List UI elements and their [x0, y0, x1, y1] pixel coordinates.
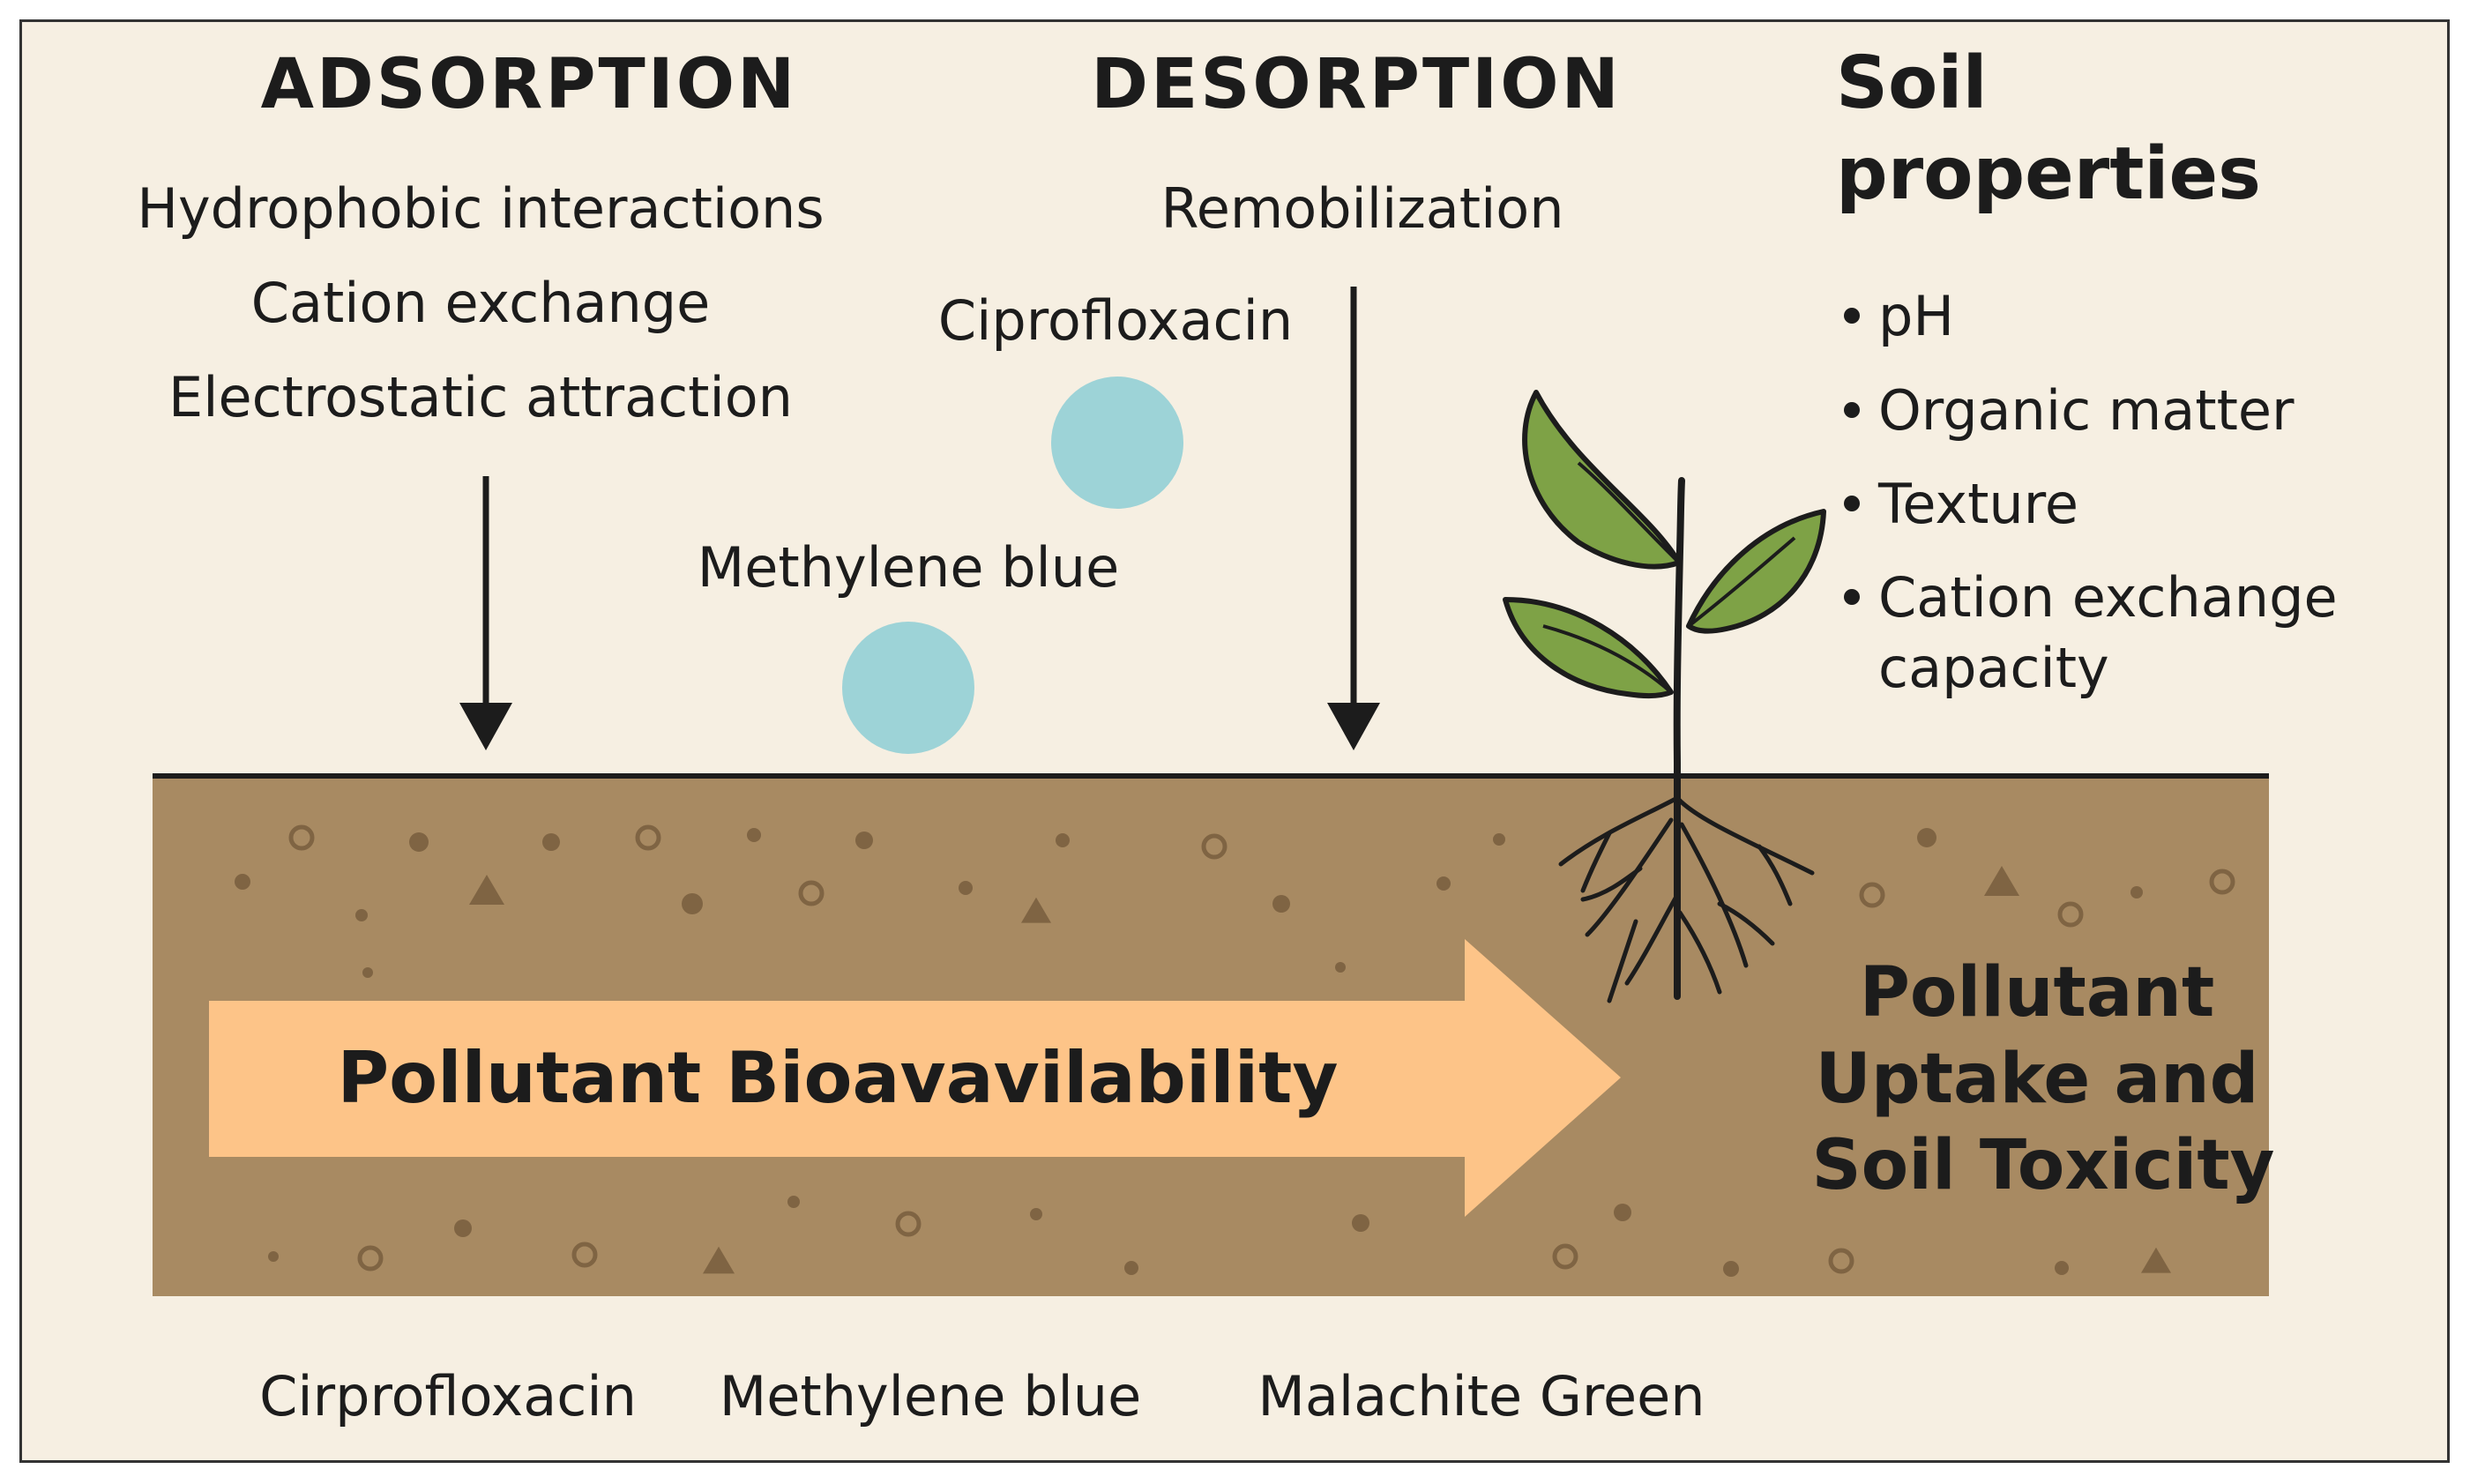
- soil-dot: [1124, 1261, 1138, 1275]
- bullet-texture: [1844, 496, 1860, 511]
- adsorption-title: ADSORPTION: [261, 45, 798, 124]
- soil-dot: [2055, 1261, 2069, 1275]
- soil-dot: [454, 1219, 472, 1237]
- desorption-section: DESORPTION Remobilization: [1091, 45, 1622, 750]
- soil-triangle: [703, 1246, 735, 1274]
- soil-dot: [235, 874, 250, 890]
- ciprofloxacin-label: Ciprofloxacin: [938, 288, 1293, 353]
- soil-dot: [1723, 1261, 1739, 1277]
- soil-dot: [959, 881, 973, 895]
- soil-dot: [1335, 962, 1346, 973]
- soil-dot: [1272, 895, 1290, 913]
- soil-ring: [635, 824, 661, 851]
- ciprofloxacin-particle: [1051, 377, 1183, 509]
- soil-ring: [288, 824, 315, 851]
- bullet-organic-matter: [1844, 402, 1860, 418]
- soil-dot: [362, 967, 373, 978]
- soil-ring: [895, 1211, 922, 1237]
- desorption-mechanism-remobilization: Remobilization: [1160, 176, 1563, 241]
- soil-dot: [542, 833, 560, 851]
- soil-ring: [798, 880, 825, 906]
- leaf-top: [1522, 390, 1682, 570]
- soil-triangle: [469, 875, 504, 905]
- soil-dot: [1917, 828, 1936, 847]
- soil-ring: [1552, 1243, 1578, 1270]
- soil-dot: [1056, 833, 1070, 847]
- desorption-title: DESORPTION: [1091, 45, 1622, 124]
- diagram-frame: ADSORPTION Hydrophobic interactions Cati…: [19, 19, 2450, 1463]
- pollutants-above-ground: Ciprofloxacin Methylene blue: [698, 288, 1293, 754]
- soil-dot: [1614, 1204, 1631, 1221]
- adsorption-section: ADSORPTION Hydrophobic interactions Cati…: [137, 45, 825, 750]
- soil-dot: [682, 893, 703, 914]
- bottom-label-ciprofloxacin: Cirprofloxacin: [259, 1364, 637, 1428]
- methylene-blue-particle: [842, 622, 974, 754]
- bioavailability-arrow-shape: [209, 939, 1621, 1217]
- soil-dot: [1436, 876, 1451, 891]
- soil-dot: [268, 1251, 279, 1262]
- soil-triangle: [1984, 866, 2019, 896]
- soil-ring: [1859, 882, 1885, 908]
- soil-dot: [1493, 833, 1505, 846]
- soil-ring: [2057, 901, 2084, 928]
- soil-dot: [855, 831, 873, 849]
- soil-property-texture: Texture: [1877, 472, 2078, 536]
- adsorption-mechanism-hydrophobic: Hydrophobic interactions: [137, 176, 824, 241]
- leaf-left: [1503, 597, 1674, 699]
- soil-property-cation-exchange: Cation exchange: [1878, 565, 2338, 630]
- soil-properties-title-line2: properties: [1836, 132, 2261, 216]
- plant-roots: [1558, 795, 1815, 1003]
- adsorption-arrow: [459, 476, 512, 750]
- bioavailability-arrow: Pollutant Bioavavilability: [209, 939, 1621, 1217]
- bullet-cec: [1844, 589, 1860, 605]
- bullet-ph: [1844, 308, 1860, 324]
- bioavailability-label: Pollutant Bioavavilability: [337, 1037, 1338, 1119]
- diagram-canvas: ADSORPTION Hydrophobic interactions Cati…: [22, 22, 2447, 1460]
- outcome-line-3: Soil Toxicity: [1812, 1126, 2275, 1205]
- soil-dot: [1352, 1214, 1369, 1232]
- soil-property-organic-matter: Organic matter: [1878, 378, 2295, 443]
- outcome-section: Pollutant Uptake and Soil Toxicity: [1812, 953, 2275, 1205]
- desorption-arrow: [1327, 287, 1380, 750]
- soil-ring: [571, 1242, 598, 1268]
- adsorption-mechanism-cation-exchange: Cation exchange: [251, 271, 711, 335]
- soil-dot: [1030, 1208, 1042, 1220]
- soil-dot: [787, 1196, 800, 1208]
- soil-triangle: [2141, 1247, 2171, 1273]
- leaf-right: [1686, 509, 1826, 634]
- plant-stem: [1673, 477, 1685, 1000]
- soil-ring: [1828, 1248, 1854, 1274]
- bottom-label-methylene-blue: Methylene blue: [720, 1364, 1141, 1428]
- outcome-line-1: Pollutant: [1860, 953, 2215, 1033]
- plant-illustration: [1503, 390, 1826, 1003]
- soil-property-cation-exchange-cont: capacity: [1878, 636, 2109, 700]
- bottom-labels: Cirprofloxacin Methylene blue Malachite …: [259, 1364, 1705, 1428]
- bottom-label-malachite-green: Malachite Green: [1257, 1364, 1705, 1428]
- soil-triangle: [1021, 897, 1051, 923]
- soil-property-ph: pH: [1878, 284, 1954, 348]
- soil-ring: [2209, 869, 2235, 895]
- soil-particles: [235, 824, 2235, 1277]
- soil-properties-title-line1: Soil: [1836, 41, 1988, 125]
- soil-ring: [1201, 833, 1228, 860]
- adsorption-mechanism-electrostatic: Electrostatic attraction: [168, 365, 793, 429]
- soil-dot: [355, 909, 368, 921]
- methylene-blue-label: Methylene blue: [698, 535, 1119, 600]
- soil-dot: [409, 832, 429, 852]
- soil-properties-section: Soil properties pH Organic matter Textur…: [1836, 41, 2338, 700]
- soil-ring: [357, 1245, 384, 1271]
- soil-dot: [747, 828, 761, 842]
- soil-dot: [2130, 886, 2143, 899]
- outcome-line-2: Uptake and: [1816, 1040, 2259, 1119]
